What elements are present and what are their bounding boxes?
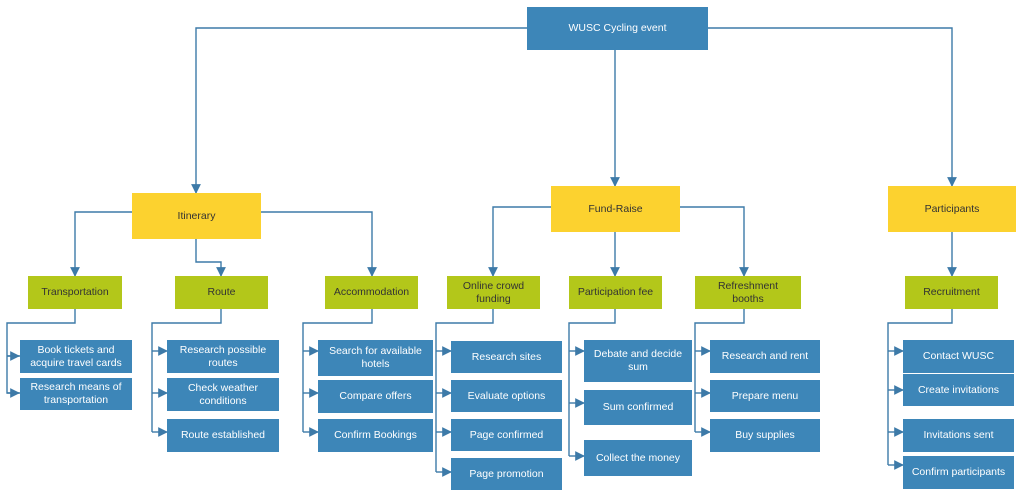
recruitment-node: Recruitment — [905, 276, 998, 309]
task-collect-money: Collect the money — [584, 440, 692, 476]
itinerary-node: Itinerary — [132, 193, 261, 239]
task-label: Confirm participants — [911, 466, 1006, 478]
fundraise-label: Fund-Raise — [588, 202, 643, 215]
accommodation-node: Accommodation — [325, 276, 418, 309]
task-create-invitations: Create invitations — [903, 374, 1014, 406]
task-label: Research possible routes — [179, 343, 267, 369]
task-page-promotion: Page promotion — [451, 458, 562, 490]
task-label: Invitations sent — [923, 429, 994, 441]
route-node: Route — [175, 276, 268, 309]
edge-itinerary-transportation — [70, 211, 132, 277]
refreshment-booths-node: Refreshment booths — [695, 276, 801, 309]
task-invitations-sent: Invitations sent — [903, 419, 1014, 452]
task-label: Confirm Bookings — [334, 429, 417, 441]
participation-fee-node: Participation fee — [569, 276, 662, 309]
edge-fundraise-booths — [679, 206, 749, 277]
itinerary-label: Itinerary — [177, 209, 216, 222]
task-label: Create invitations — [917, 383, 1000, 396]
task-page-confirmed: Page confirmed — [451, 419, 562, 451]
task-label: Sum confirmed — [602, 401, 674, 413]
edge-root-participants — [708, 27, 957, 187]
root-label: WUSC Cycling event — [568, 22, 667, 34]
recruitment-label: Recruitment — [923, 286, 980, 298]
edge-root-itinerary — [191, 27, 527, 194]
task-label: Debate and decide sum — [593, 348, 683, 373]
fundraise-node: Fund-Raise — [551, 186, 680, 232]
task-label: Search for available hotels — [329, 345, 422, 370]
transportation-label: Transportation — [41, 286, 109, 298]
task-label: Prepare menu — [731, 389, 799, 402]
participation-fee-label: Participation fee — [577, 286, 654, 298]
task-prepare-menu: Prepare menu — [710, 380, 820, 412]
task-sum-confirmed: Sum confirmed — [584, 390, 692, 425]
edge-itinerary-route — [195, 239, 226, 277]
task-route-established: Route established — [167, 419, 279, 452]
edge-recruitment-tasks — [887, 309, 953, 465]
task-research-routes: Research possible routes — [167, 340, 279, 373]
task-evaluate-options: Evaluate options — [451, 380, 562, 412]
task-label: Contact WUSC — [922, 350, 995, 362]
edge-fundraise-online — [488, 206, 551, 277]
online-funding-label: Online crowd funding — [462, 279, 525, 305]
task-label: Research sites — [471, 350, 542, 363]
transportation-node: Transportation — [28, 276, 122, 309]
task-label: Collect the money — [595, 451, 681, 464]
task-label: Book tickets and acquire travel cards — [30, 343, 122, 369]
task-label: Page confirmed — [469, 428, 544, 441]
task-label: Research and rent — [721, 350, 809, 362]
edge-route-tasks — [151, 309, 222, 432]
task-label: Page promotion — [469, 467, 544, 480]
task-contact-wusc: Contact WUSC — [903, 340, 1014, 373]
task-compare-offers: Compare offers — [318, 380, 433, 413]
task-buy-supplies: Buy supplies — [710, 419, 820, 452]
route-label: Route — [207, 286, 236, 298]
task-confirm-bookings: Confirm Bookings — [318, 419, 433, 452]
task-research-transport: Research means of transportation — [20, 378, 132, 410]
task-research-rent: Research and rent — [710, 340, 820, 373]
accommodation-label: Accommodation — [333, 286, 410, 298]
task-label: Route established — [180, 429, 266, 441]
task-debate-sum: Debate and decide sum — [584, 340, 692, 382]
participants-node: Participants — [888, 186, 1016, 232]
task-label: Compare offers — [339, 390, 412, 402]
task-confirm-participants: Confirm participants — [903, 456, 1014, 489]
root-node: WUSC Cycling event — [527, 7, 708, 50]
task-label: Buy supplies — [735, 429, 795, 441]
refreshment-booths-label: Refreshment booths — [717, 279, 779, 305]
edge-accommodation-tasks — [302, 309, 373, 432]
task-search-hotels: Search for available hotels — [318, 340, 433, 376]
task-check-weather: Check weather conditions — [167, 378, 279, 411]
edge-booths-tasks — [694, 309, 745, 432]
task-label: Research means of transportation — [30, 381, 122, 406]
online-funding-node: Online crowd funding — [447, 276, 540, 309]
edge-online-tasks — [435, 309, 494, 472]
task-book-tickets: Book tickets and acquire travel cards — [20, 340, 132, 373]
participants-label: Participants — [924, 202, 980, 215]
task-label: Check weather conditions — [187, 381, 259, 407]
edge-fee-tasks — [568, 309, 616, 456]
task-label: Evaluate options — [467, 389, 546, 402]
task-research-sites: Research sites — [451, 341, 562, 373]
edge-itinerary-accommodation — [260, 211, 377, 277]
